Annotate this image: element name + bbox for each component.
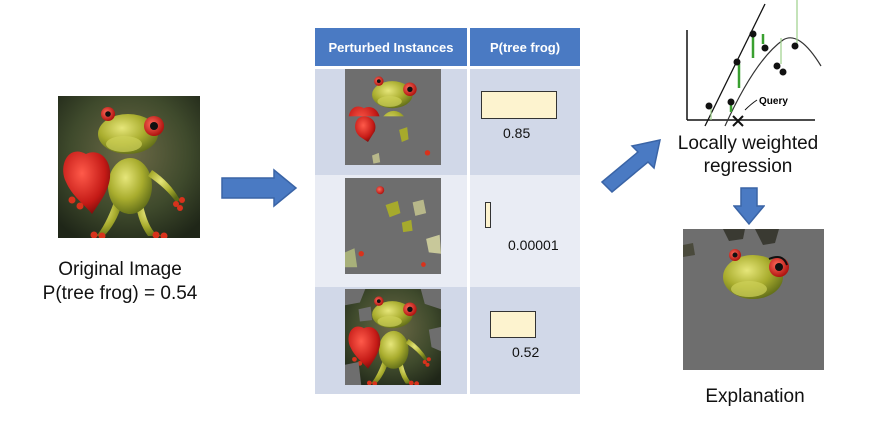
table-row: 0.00001	[315, 175, 580, 287]
original-caption: Original Image P(tree frog) = 0.54	[10, 258, 230, 306]
regression-caption: Locally weighted regression	[648, 132, 848, 178]
query-label: Query	[759, 96, 788, 107]
regression-caption-line1: Locally weighted	[677, 133, 819, 154]
table-row: 0.85	[315, 69, 580, 175]
probability-bar	[490, 311, 536, 338]
original-caption-title: Original Image	[58, 259, 182, 280]
original-image	[58, 96, 200, 238]
original-caption-probability: P(tree frog) = 0.54	[42, 283, 198, 304]
probability-label: 0.52	[512, 344, 540, 360]
probability-label: 0.00001	[508, 237, 559, 253]
arrow-down-icon	[733, 187, 765, 226]
probability-bar	[485, 202, 491, 228]
explanation-image	[683, 229, 824, 370]
regression-plot: Query	[686, 0, 822, 127]
table-row: 0.52	[315, 287, 580, 394]
table-header-instances: Perturbed Instances	[315, 28, 467, 66]
perturbed-image	[345, 69, 441, 165]
arrow-diagonal-icon	[600, 139, 661, 194]
probability-label: 0.85	[503, 125, 531, 141]
perturbed-instances-table: Perturbed Instances P(tree frog) 0.85	[315, 28, 580, 394]
explanation-caption: Explanation	[705, 386, 805, 407]
arrow-right-icon	[221, 168, 298, 208]
regression-caption-line2: regression	[703, 156, 793, 177]
table-header-probability: P(tree frog)	[470, 28, 580, 66]
perturbed-image	[345, 289, 441, 385]
probability-bar	[481, 91, 557, 119]
perturbed-image	[345, 178, 441, 274]
